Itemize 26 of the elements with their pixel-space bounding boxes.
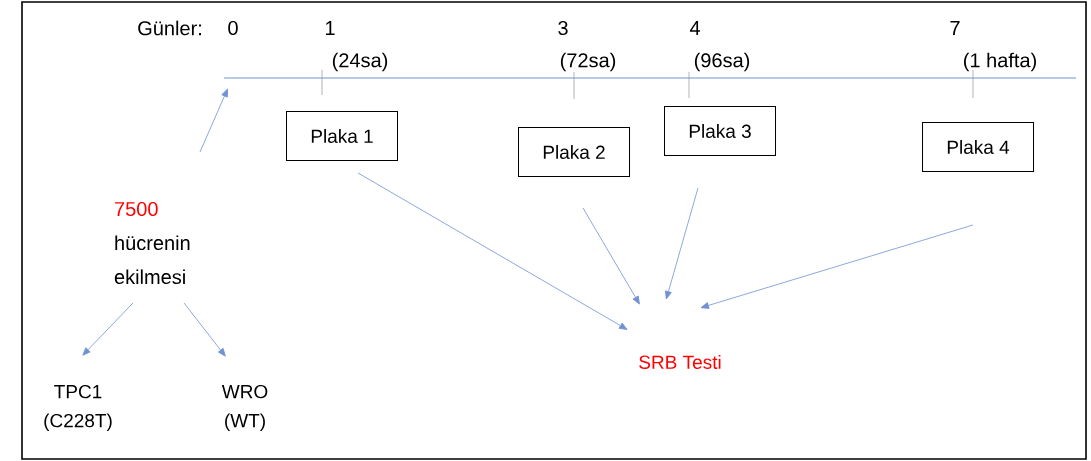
hour-label: (72sa) (560, 52, 616, 72)
day-number: 3 (558, 20, 568, 36)
plate-box: Plaka 4 (922, 122, 1034, 172)
hour-label: (24sa) (332, 52, 388, 72)
arrow (82, 302, 134, 356)
hour-label: (1 hafta) (964, 52, 1036, 72)
plate-box: Plaka 3 (664, 106, 776, 156)
day-number: 4 (689, 21, 700, 35)
cell-line-label: WRO (WT) (221, 384, 268, 432)
seeding-label: 7500 hücrenin ekilmesi (114, 201, 190, 285)
plate-box: Plaka 1 (286, 111, 398, 161)
arrow (357, 172, 628, 330)
arrow (665, 187, 699, 300)
axis-title: Günler: (138, 20, 201, 36)
day-number: 0 (228, 20, 238, 36)
hour-label: (96sa) (694, 52, 750, 72)
day-number: 7 (950, 21, 960, 35)
plate-box: Plaka 2 (518, 127, 630, 177)
arrow (199, 88, 228, 153)
test-label: SRB Testi (639, 355, 721, 369)
day-number: 1 (325, 21, 335, 35)
cell-line-label: TPC1 (C228T) (44, 384, 112, 432)
arrow (700, 224, 974, 309)
arrow (582, 207, 640, 305)
arrow (183, 302, 226, 357)
timeline-axis (224, 77, 1076, 79)
